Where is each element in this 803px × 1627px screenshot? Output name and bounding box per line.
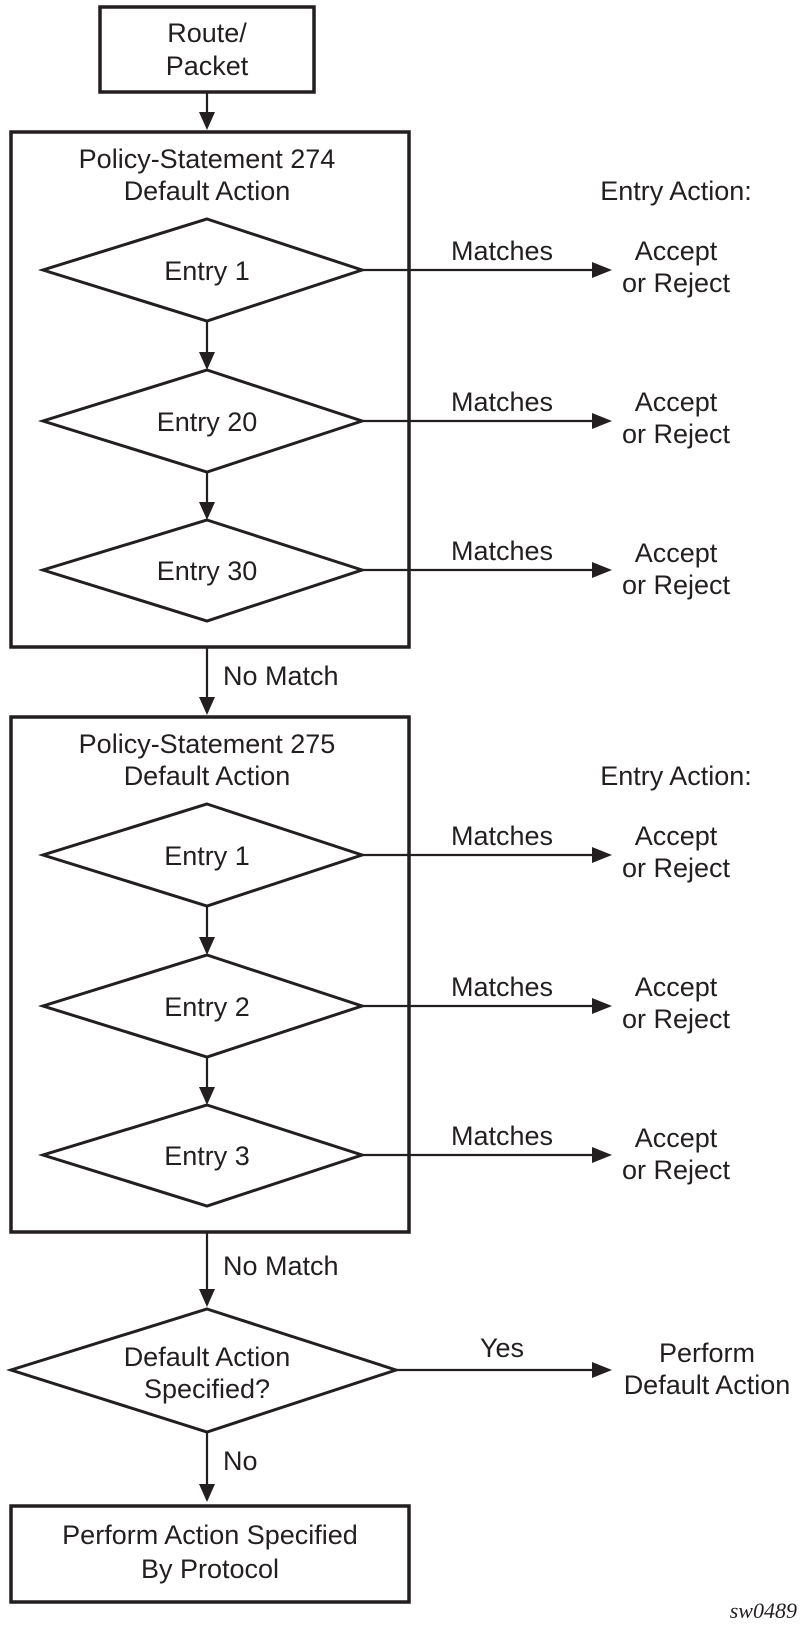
- start-label-line2: Packet: [166, 51, 249, 81]
- arrowhead: [199, 1484, 215, 1502]
- end-label-line1: Perform Action Specified: [62, 1520, 358, 1550]
- start-label-line1: Route/: [167, 18, 247, 48]
- policy-274-entry-action-heading: Entry Action:: [600, 176, 752, 206]
- decision-yes-label: Yes: [480, 1333, 524, 1363]
- policy-275-entry-action-heading: Entry Action:: [600, 761, 752, 791]
- arrowhead: [592, 847, 612, 863]
- arrowhead: [199, 697, 215, 715]
- policy-275-entry-1-action-line2: or Reject: [622, 853, 731, 883]
- policy-274-title-line1: Policy-Statement 274: [79, 144, 336, 174]
- policy-274-entry-20-matches-label: Matches: [451, 387, 553, 417]
- arrowhead: [592, 562, 612, 578]
- policy-274-entry-20-action-line2: or Reject: [622, 419, 731, 449]
- policy-274-entry-20-label: Entry 20: [157, 407, 258, 437]
- policy-274-entry-30-matches-label: Matches: [451, 536, 553, 566]
- policy-274-no-match-label: No Match: [223, 661, 339, 691]
- arrowhead: [592, 262, 612, 278]
- policy-275-entry-2-action-line1: Accept: [635, 972, 718, 1002]
- arrowhead: [199, 352, 215, 370]
- policy-274-title-line2: Default Action: [124, 176, 291, 206]
- arrowhead: [199, 937, 215, 955]
- policy-274-entry-1-action-line1: Accept: [635, 236, 718, 266]
- policy-275-entry-3-decision: [37, 1103, 367, 1208]
- arrowhead: [199, 112, 215, 130]
- policy-275-entry-1-label: Entry 1: [164, 841, 250, 871]
- arrowhead: [199, 1289, 215, 1307]
- start-box: [98, 5, 316, 94]
- policy-275-frame: [9, 715, 411, 1234]
- arrowhead: [199, 502, 215, 520]
- policy-274-entry-1-matches-label: Matches: [451, 236, 553, 266]
- policy-274-entry-1-action-line2: or Reject: [622, 268, 731, 298]
- policy-275-entry-3-action-line2: or Reject: [622, 1155, 731, 1185]
- policy-275-title-line1: Policy-Statement 275: [79, 729, 336, 759]
- default-action-decision-line1: Default Action: [124, 1342, 291, 1372]
- policy-274-entry-30-action-line2: or Reject: [622, 570, 731, 600]
- end-box: [9, 1504, 411, 1604]
- arrowhead: [592, 413, 612, 429]
- default-action-decision-line2: Specified?: [144, 1374, 270, 1404]
- arrowhead: [199, 1087, 215, 1105]
- policy-275-entry-3-label: Entry 3: [164, 1141, 250, 1171]
- policy-274-entry-30-action-line1: Accept: [635, 538, 718, 568]
- arrowhead: [592, 998, 612, 1014]
- policy-275-entry-2-action-line2: or Reject: [622, 1004, 731, 1034]
- policy-275-entry-1-action-line1: Accept: [635, 821, 718, 851]
- policy-275-entry-3-action-line1: Accept: [635, 1123, 718, 1153]
- end-label-line2: By Protocol: [141, 1554, 279, 1584]
- policy-275-entry-1-matches-label: Matches: [451, 821, 553, 851]
- policy-274-entry-1-label: Entry 1: [164, 256, 250, 286]
- perform-default-action-line2: Default Action: [624, 1370, 791, 1400]
- decision-no-label: No: [223, 1446, 258, 1476]
- policy-275-no-match-label: No Match: [223, 1251, 339, 1281]
- arrowhead: [592, 1362, 612, 1378]
- policy-275-title-line2: Default Action: [124, 761, 291, 791]
- figure-id-label: sw0489: [730, 1598, 797, 1623]
- perform-default-action-line1: Perform: [659, 1338, 755, 1368]
- policy-274-entry-30-decision: [37, 518, 367, 623]
- policy-275-entry-2-label: Entry 2: [164, 992, 250, 1022]
- policy-275-entry-2-matches-label: Matches: [451, 972, 553, 1002]
- policy-274-entry-30-label: Entry 30: [157, 556, 258, 586]
- arrowhead: [592, 1147, 612, 1163]
- policy-274-frame: [9, 130, 411, 649]
- policy-274-entry-20-action-line1: Accept: [635, 387, 718, 417]
- policy-275-entry-3-matches-label: Matches: [451, 1121, 553, 1151]
